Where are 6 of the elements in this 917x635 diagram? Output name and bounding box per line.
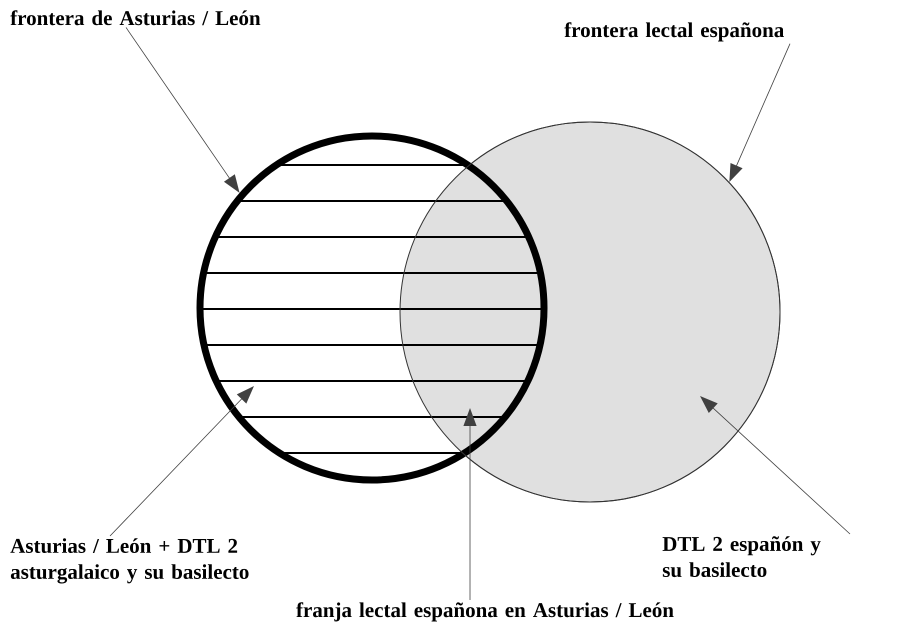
label: Asturias / León + DTL 2 asturgalaico y su basilecto [10, 538, 249, 584]
label: franja lectal españona en Asturias / León [296, 602, 674, 622]
label: frontera lectal españona [564, 22, 784, 42]
label: frontera de Asturias / León [10, 10, 260, 26]
leader-arrow [110, 386, 254, 536]
label: DTL 2 españón y su basilecto [662, 536, 821, 578]
